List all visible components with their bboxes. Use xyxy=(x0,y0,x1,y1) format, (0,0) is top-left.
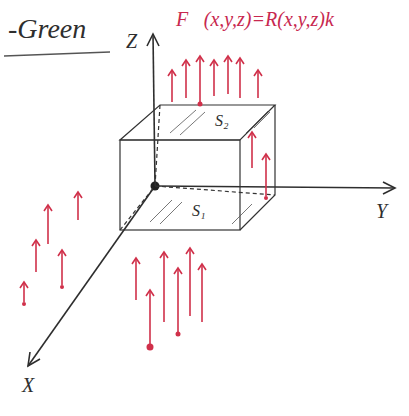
formula: F⃗(x,y,z)=R(x,y,z)k⃗ xyxy=(176,8,349,30)
axis-label: Y xyxy=(376,200,387,222)
arrow-tails xyxy=(22,102,268,351)
heading: -Green xyxy=(8,14,86,45)
axis-label: Z xyxy=(126,30,137,52)
axes xyxy=(28,34,395,366)
surface-label: S₂ xyxy=(213,112,231,130)
underline xyxy=(4,52,110,56)
hatching xyxy=(150,110,270,224)
axis-label: X xyxy=(22,374,34,396)
field-arrows xyxy=(20,56,270,345)
box xyxy=(120,105,275,230)
surface-label: S₁ xyxy=(190,202,208,220)
